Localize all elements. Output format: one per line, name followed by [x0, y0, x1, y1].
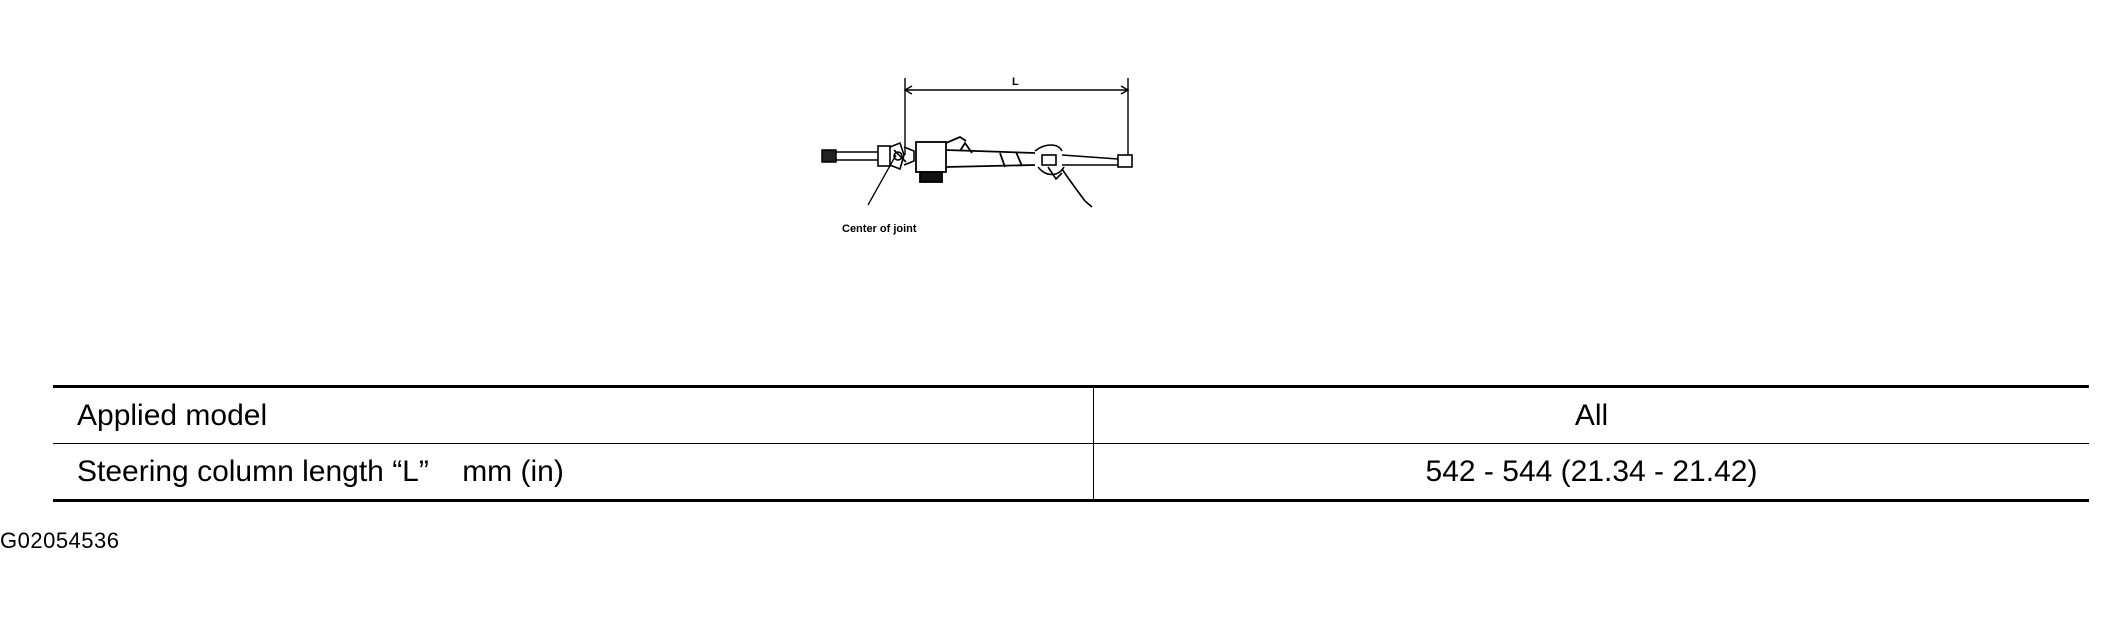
column-body [915, 135, 1036, 183]
steering-column-illustration: L [800, 55, 1160, 255]
applied-model-value: All [1093, 385, 2089, 444]
column-length-value: 542 - 544 (21.34 - 21.42) [1093, 443, 2089, 502]
steering-column-spec-table: Applied model All Steering column length… [53, 385, 2089, 502]
dimension-label: L [1012, 76, 1019, 88]
table-row: Applied model All [53, 385, 2089, 444]
shaft-spline [821, 149, 878, 163]
center-of-joint-callout: Center of joint [842, 223, 917, 235]
figure-id: G02054536 [0, 528, 120, 553]
column-length-label: Steering column length “L” mm (in) [53, 443, 1094, 502]
applied-model-label: Applied model [53, 385, 1094, 444]
table-row: Steering column length “L” mm (in) 542 -… [53, 443, 2089, 502]
universal-joint [877, 141, 915, 171]
callout-leader-line [867, 154, 897, 206]
dimension-line-l [903, 78, 1130, 155]
steering-column-drawing: L [821, 76, 1133, 235]
lower-bracket [1034, 144, 1133, 208]
